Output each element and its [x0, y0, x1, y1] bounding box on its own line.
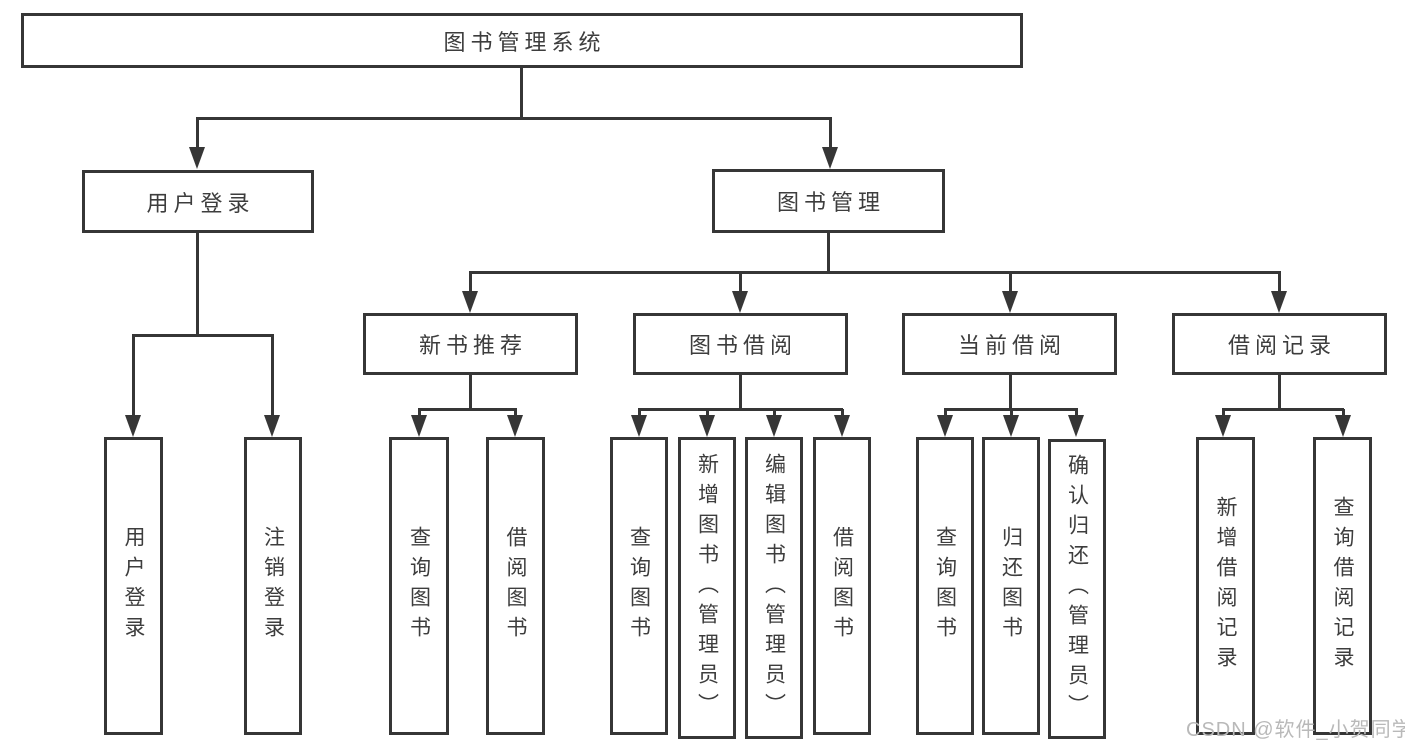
- leaf-return-books: 归还图书: [982, 437, 1040, 735]
- connector-stub: [829, 118, 832, 150]
- connector-stub: [638, 409, 641, 417]
- connector-stub: [469, 272, 472, 294]
- connector-stub: [1278, 272, 1281, 294]
- leaf-query-books-current: 查询图书: [916, 437, 974, 735]
- connector-stub: [1075, 409, 1078, 417]
- leaf-query-borrow-record: 查询借阅记录: [1313, 437, 1372, 735]
- connector-recommend-stem: [469, 375, 472, 410]
- connector-root-rail: [196, 117, 832, 120]
- arrow-down-icon: [125, 415, 141, 437]
- connector-root-stem: [520, 68, 523, 119]
- leaf-query-books-borrow-label: 查询图书: [627, 526, 651, 646]
- connector-mgmt-rail: [469, 271, 1281, 274]
- connector-mgmt-stem: [827, 233, 830, 273]
- connector-stub: [706, 409, 709, 417]
- arrow-down-icon: [834, 415, 850, 437]
- leaf-logout-label: 注销登录: [261, 526, 285, 646]
- node-new-book-recommend: 新书推荐: [363, 313, 578, 375]
- connector-stub: [418, 409, 421, 417]
- arrow-down-icon: [189, 147, 205, 169]
- arrow-down-icon: [462, 291, 478, 313]
- leaf-add-books-admin: 新增图书（管理员）: [678, 437, 736, 739]
- leaf-query-borrow-record-label: 查询借阅记录: [1331, 496, 1354, 676]
- connector-current-stem: [1009, 375, 1012, 410]
- leaf-confirm-return-admin-label: 确认归还（管理员）: [1065, 454, 1089, 724]
- connector-stub: [196, 118, 199, 150]
- connector-stub: [841, 409, 844, 417]
- arrow-down-icon: [411, 415, 427, 437]
- leaf-query-books-borrow: 查询图书: [610, 437, 668, 735]
- connector-login-rail: [132, 334, 274, 337]
- leaf-confirm-return-admin: 确认归还（管理员）: [1048, 439, 1106, 739]
- arrow-down-icon: [822, 147, 838, 169]
- node-library-system: 图书管理系统: [21, 13, 1023, 68]
- leaf-borrow-books-label: 借阅图书: [830, 526, 854, 646]
- leaf-add-books-admin-label: 新增图书（管理员）: [695, 453, 719, 723]
- node-borrowing-records-label: 借阅记录: [1227, 333, 1336, 358]
- leaf-edit-books-admin-label: 编辑图书（管理员）: [762, 453, 786, 723]
- arrow-down-icon: [507, 415, 523, 437]
- node-book-management: 图书管理: [712, 169, 945, 233]
- arrow-down-icon: [937, 415, 953, 437]
- node-book-borrowing-label: 图书借阅: [688, 333, 797, 358]
- leaf-logout: 注销登录: [244, 437, 302, 735]
- leaf-user-login-label: 用户登录: [122, 526, 145, 646]
- node-user-login: 用户登录: [82, 170, 314, 233]
- leaf-add-borrow-record-label: 新增借阅记录: [1214, 496, 1237, 676]
- leaf-borrow-books-recommend-label: 借阅图书: [504, 526, 527, 646]
- watermark: CSDN @软件_小贺同学: [1186, 719, 1405, 741]
- node-current-borrowing-label: 当前借阅: [957, 333, 1066, 358]
- connector-recommend-rail: [418, 408, 517, 411]
- arrow-down-icon: [264, 415, 280, 437]
- arrow-down-icon: [766, 415, 782, 437]
- connector-borrow-rail: [638, 408, 843, 411]
- node-borrowing-records: 借阅记录: [1172, 313, 1387, 375]
- connector-stub: [739, 272, 742, 294]
- connector-records-rail: [1222, 408, 1344, 411]
- arrow-down-icon: [1068, 415, 1084, 437]
- connector-borrow-stem: [739, 375, 742, 410]
- connector-stub: [944, 409, 947, 417]
- arrow-down-icon: [1271, 291, 1287, 313]
- arrow-down-icon: [631, 415, 647, 437]
- node-new-book-recommend-label: 新书推荐: [418, 333, 527, 358]
- node-library-system-label: 图书管理系统: [443, 29, 606, 55]
- connector-records-stem: [1278, 375, 1281, 410]
- leaf-edit-books-admin: 编辑图书（管理员）: [745, 437, 803, 739]
- connector-stub: [1222, 409, 1225, 417]
- connector-stub: [1010, 409, 1013, 417]
- leaf-user-login: 用户登录: [104, 437, 163, 735]
- connector-stub: [1009, 272, 1012, 294]
- arrow-down-icon: [1003, 415, 1019, 437]
- arrow-down-icon: [1002, 291, 1018, 313]
- arrow-down-icon: [1335, 415, 1351, 437]
- node-user-login-label: 用户登录: [146, 190, 255, 216]
- connector-login-stem: [196, 233, 199, 336]
- leaf-query-books-current-label: 查询图书: [933, 526, 957, 646]
- arrow-down-icon: [1215, 415, 1231, 437]
- arrow-down-icon: [699, 415, 715, 437]
- leaf-add-borrow-record: 新增借阅记录: [1196, 437, 1255, 735]
- leaf-query-books-recommend: 查询图书: [389, 437, 449, 735]
- leaf-borrow-books: 借阅图书: [813, 437, 871, 735]
- connector-stub: [1342, 409, 1345, 417]
- connector-stub: [132, 335, 135, 418]
- connector-stub: [514, 409, 517, 417]
- leaf-borrow-books-recommend: 借阅图书: [486, 437, 545, 735]
- arrow-down-icon: [732, 291, 748, 313]
- connector-stub: [271, 335, 274, 418]
- connector-stub: [773, 409, 776, 417]
- leaf-query-books-recommend-label: 查询图书: [407, 526, 431, 646]
- leaf-return-books-label: 归还图书: [999, 526, 1023, 646]
- node-book-borrowing: 图书借阅: [633, 313, 848, 375]
- node-book-management-label: 图书管理: [776, 190, 885, 215]
- node-current-borrowing: 当前借阅: [902, 313, 1117, 375]
